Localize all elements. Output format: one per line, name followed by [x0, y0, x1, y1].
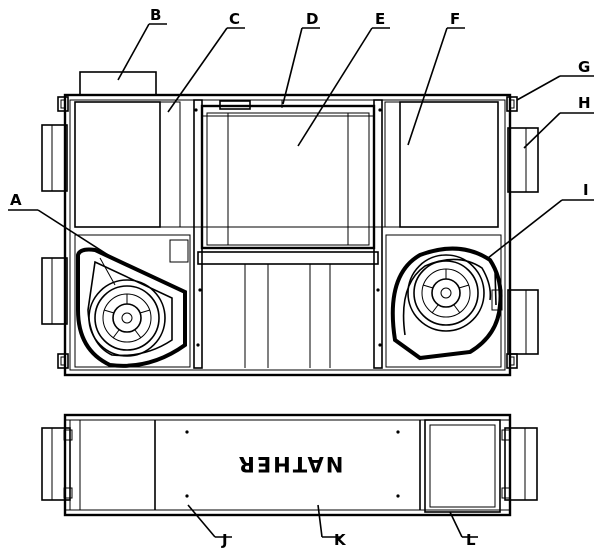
top-spigot [79, 71, 157, 96]
right-spigots [507, 127, 539, 355]
callout-e-label: E [375, 10, 385, 28]
left-filter [74, 101, 161, 228]
callout-k-label: K [334, 531, 347, 549]
callout-e: E [297, 10, 390, 147]
callout-d: D [282, 10, 320, 105]
callout-f-label: F [450, 10, 460, 28]
side-casing [63, 413, 512, 517]
callout-l-label: L [466, 531, 476, 549]
right-filter [399, 101, 499, 228]
screw-dots [194, 108, 382, 347]
callout-b-label: B [150, 6, 161, 24]
lower-channels [244, 264, 331, 368]
right-fan [385, 234, 503, 368]
right-filter-frame [384, 101, 401, 228]
callout-i: I [487, 181, 594, 259]
callout-b: B [117, 6, 167, 81]
callout-f: F [407, 10, 465, 146]
side-view: NATHER [41, 413, 538, 517]
side-screws [185, 430, 400, 498]
callout-j: J [187, 504, 232, 549]
callout-g: G [516, 58, 594, 101]
side-left-spigot [41, 427, 73, 501]
callout-a-label: A [10, 191, 22, 209]
top-view [41, 71, 539, 377]
central-walls [193, 99, 383, 369]
heat-exchanger [200, 104, 376, 250]
brand-logo: NATHER [237, 452, 344, 476]
top-sensor [219, 100, 251, 110]
callout-d-label: D [306, 10, 318, 28]
left-filter-frame [159, 101, 181, 228]
callout-j-label: J [221, 531, 228, 549]
callout-l: L [449, 511, 478, 549]
access-door [424, 419, 501, 513]
callouts: B C D E F G [8, 6, 594, 549]
callout-c-label: C [229, 10, 240, 28]
callout-g-label: G [578, 58, 590, 76]
callout-i-label: I [583, 181, 589, 199]
callout-a: A [8, 191, 117, 261]
brand-text: NATHER [237, 452, 344, 476]
main-casing [63, 93, 512, 377]
side-right-spigot [501, 427, 538, 501]
callout-h: H [523, 94, 594, 149]
callout-c: C [167, 10, 245, 113]
left-spigots [41, 124, 68, 325]
left-fan [74, 234, 191, 368]
callout-h-label: H [578, 94, 591, 112]
callout-k: K [317, 504, 347, 549]
corner-brackets [57, 96, 518, 369]
